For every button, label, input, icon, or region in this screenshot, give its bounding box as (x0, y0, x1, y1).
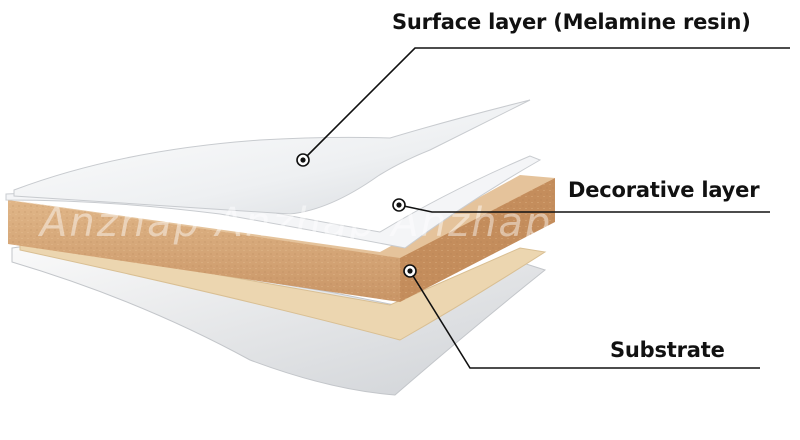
watermark-text: Anzhap Anzhap Anzhap A (37, 200, 596, 246)
bottom-backing-sheet (11, 243, 547, 396)
surface-layer-label: Surface layer (Melamine resin) (392, 10, 751, 34)
decorative-leader-line (398, 204, 770, 213)
surface-layer-sheet (13, 99, 531, 215)
surface-marker-dot (296, 153, 310, 167)
substrate-board-front-texture (8, 200, 400, 302)
substrate-leader-line (409, 270, 760, 369)
substrate-board-side-texture (400, 178, 555, 302)
decorative-marker-dot (392, 198, 406, 212)
substrate-label: Substrate (610, 338, 725, 362)
substrate-board-top (10, 175, 555, 260)
surface-leader-line (302, 47, 790, 161)
decorative-layer-label: Decorative layer (568, 178, 760, 202)
substrate-marker-dot (403, 264, 417, 278)
